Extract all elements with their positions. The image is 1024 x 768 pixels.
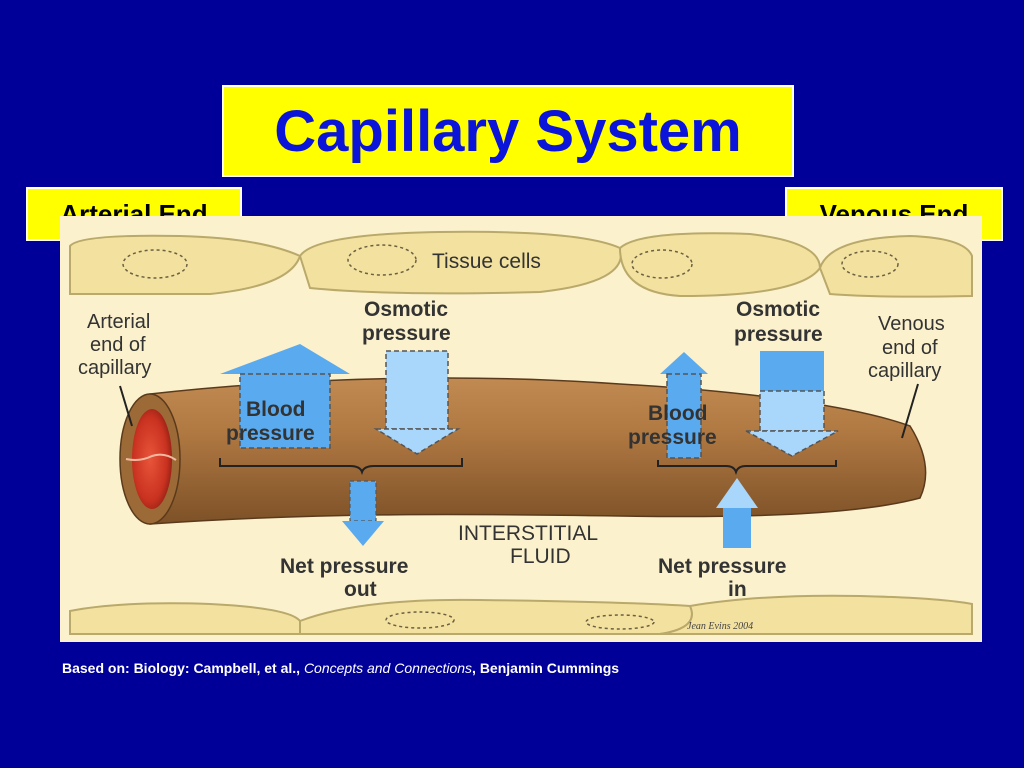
capillary-diagram-svg: Tissue cells Arterial end of capillary V… <box>60 216 982 642</box>
tissue-cells-label: Tissue cells <box>432 250 541 273</box>
venous-pointer-line <box>901 383 919 439</box>
page-title: Capillary System <box>274 98 742 164</box>
title-box: Capillary System <box>222 85 794 177</box>
capillary-diagram: Tissue cells Arterial end of capillary V… <box>60 216 982 642</box>
left-brace <box>219 458 463 476</box>
lumen-highlight <box>125 453 177 461</box>
arterial-end-capillary-line1: Arterial <box>87 311 150 333</box>
right-brace <box>657 460 837 476</box>
interstitial-fluid-line2: FLUID <box>510 545 571 568</box>
net-pressure-out-line1: Net pressure <box>280 555 408 578</box>
credit-suffix: , Benjamin Cummings <box>472 660 620 676</box>
net-pressure-out-arrow <box>342 480 384 546</box>
bottom-cell-nuclei <box>385 611 655 630</box>
net-pressure-in-line1: Net pressure <box>658 555 786 578</box>
net-pressure-in-line2: in <box>728 578 747 601</box>
venous-end-capillary-line1: Venous <box>878 313 945 335</box>
net-pressure-out-line2: out <box>344 578 377 601</box>
source-credit: Based on: Biology: Campbell, et al., Con… <box>62 660 619 676</box>
osmotic-pressure-arrow-right <box>745 351 839 457</box>
blood-pressure-left-line1: Blood <box>246 398 305 421</box>
top-cell-nuclei <box>122 244 899 279</box>
blood-pressure-right-line1: Blood <box>648 402 707 425</box>
net-pressure-in-arrow <box>716 478 758 548</box>
capillary-lumen <box>132 409 172 509</box>
blood-pressure-arrow-right <box>660 352 708 459</box>
top-tissue-cells <box>69 230 973 298</box>
osmotic-pressure-arrow-left <box>373 350 461 455</box>
bottom-tissue-cells <box>69 594 973 635</box>
interstitial-fluid-line1: INTERSTITIAL <box>458 522 598 545</box>
blood-pressure-arrow-left <box>220 344 350 449</box>
arterial-end-capillary-line3: capillary <box>78 357 151 379</box>
osmotic-pressure-right-line1: Osmotic <box>736 298 820 321</box>
blood-pressure-right-line2: pressure <box>628 426 717 449</box>
arterial-pointer-line <box>119 385 133 427</box>
artist-signature: Jean Evins 2004 <box>687 621 753 632</box>
arterial-end-capillary-line2: end of <box>90 334 146 356</box>
blood-pressure-left-line2: pressure <box>226 422 315 445</box>
osmotic-pressure-right-line2: pressure <box>734 323 823 346</box>
credit-prefix: Based on: Biology: Campbell, et al., <box>62 660 304 676</box>
osmotic-pressure-left-line2: pressure <box>362 322 451 345</box>
venous-end-capillary-line2: end of <box>882 337 938 359</box>
credit-book: Concepts and Connections <box>303 660 473 676</box>
osmotic-pressure-left-line1: Osmotic <box>364 298 448 321</box>
venous-end-capillary-line3: capillary <box>868 360 941 382</box>
